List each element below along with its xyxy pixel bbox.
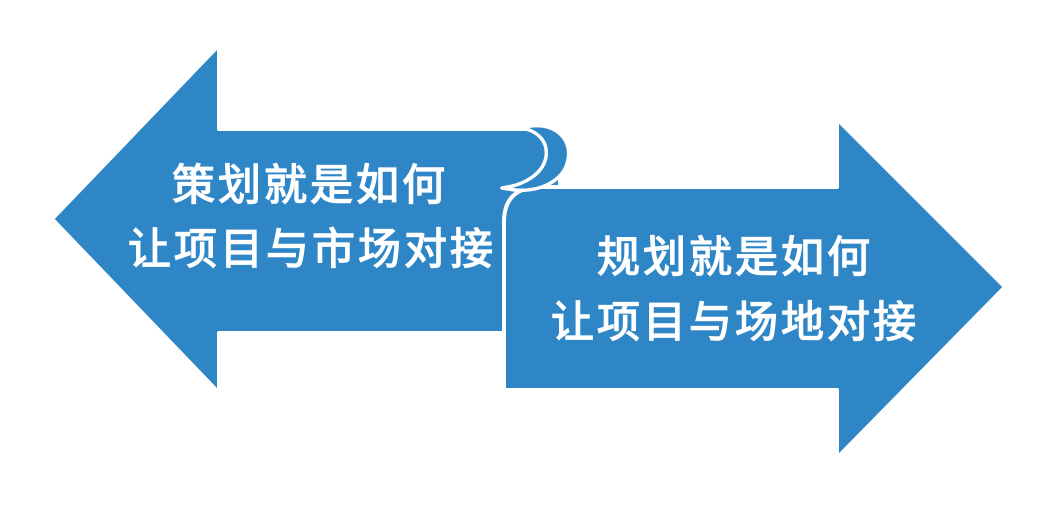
left-arrow-text-line2: 让项目与市场对接 [128,226,496,274]
left-arrow-shape [50,43,562,395]
right-arrow-text-line2: 让项目与场地对接 [551,299,919,347]
left-arrow-text-line1: 策划就是如何 [172,162,448,210]
right-arrow-shape [502,117,1007,460]
ribbon-fold [500,123,571,192]
right-arrow-text-line1: 规划就是如何 [597,234,873,282]
